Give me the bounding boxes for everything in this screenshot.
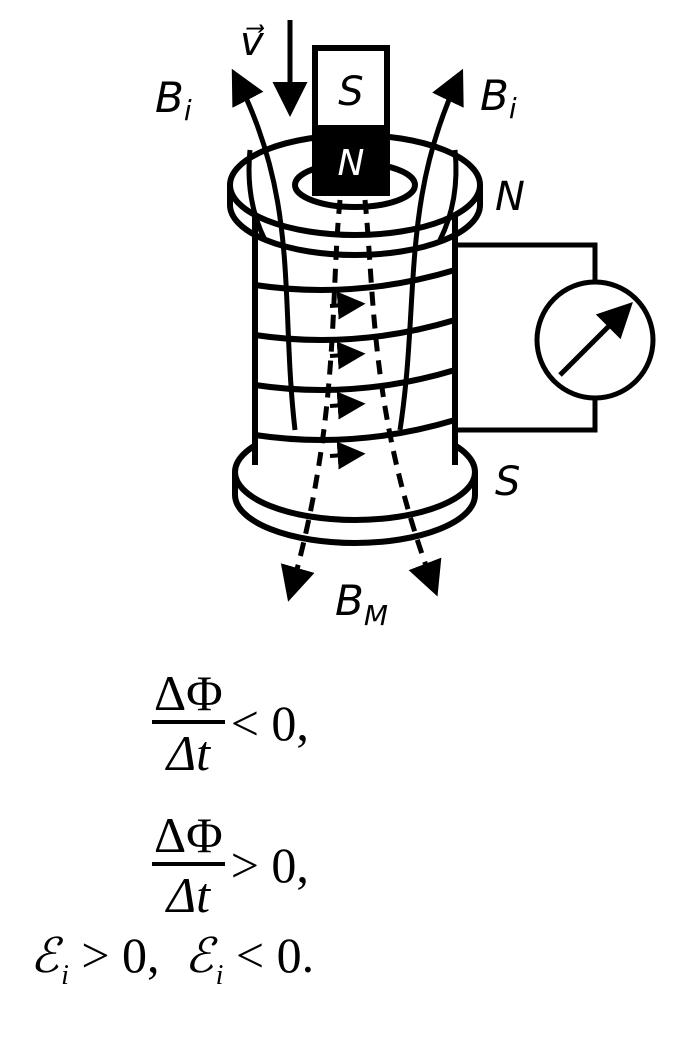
formula-emf-signs: ℰi > 0, ℰi < 0.	[30, 927, 315, 990]
coil-top-pole-label: N	[495, 174, 525, 220]
induced-field-lines	[231, 68, 464, 431]
bar-magnet: S N	[312, 45, 390, 196]
coil-bottom-pole-label: S	[495, 459, 520, 505]
relation: < 0,	[230, 695, 309, 751]
fraction-numerator: ΔΦ	[152, 668, 225, 724]
galvanometer-circuit	[455, 242, 656, 433]
magnet-bottom-label: N	[338, 143, 365, 184]
magnet-top-label: S	[338, 69, 363, 115]
relation: < 0.	[223, 927, 315, 983]
coil	[227, 132, 483, 546]
relation: > 0,	[230, 837, 309, 893]
emf-subscript: i	[215, 960, 224, 991]
relation: > 0,	[68, 927, 185, 983]
induced-field-left-label: Bi	[155, 73, 192, 127]
coil-magnet-diagram: S N v⃗ Bi Bi N S BM	[155, 19, 656, 632]
fraction-denominator: Δt	[166, 867, 210, 923]
magnet-field-lines	[280, 199, 442, 602]
emf-subscript: i	[61, 960, 69, 991]
fraction-denominator: Δt	[166, 725, 210, 781]
fraction-numerator: ΔΦ	[152, 810, 225, 866]
magnet-field-label: BM	[335, 576, 388, 632]
induced-field-right-label: Bi	[480, 71, 517, 125]
current-arrows	[329, 291, 366, 470]
velocity-label: v⃗	[240, 19, 265, 65]
emf-symbol: ℰ	[30, 928, 60, 984]
emf-symbol: ℰ	[184, 928, 214, 984]
formula-flux-increasing: ΔΦ Δt > 0,	[152, 810, 309, 920]
formula-flux-decreasing: ΔΦ Δt < 0,	[152, 668, 309, 778]
